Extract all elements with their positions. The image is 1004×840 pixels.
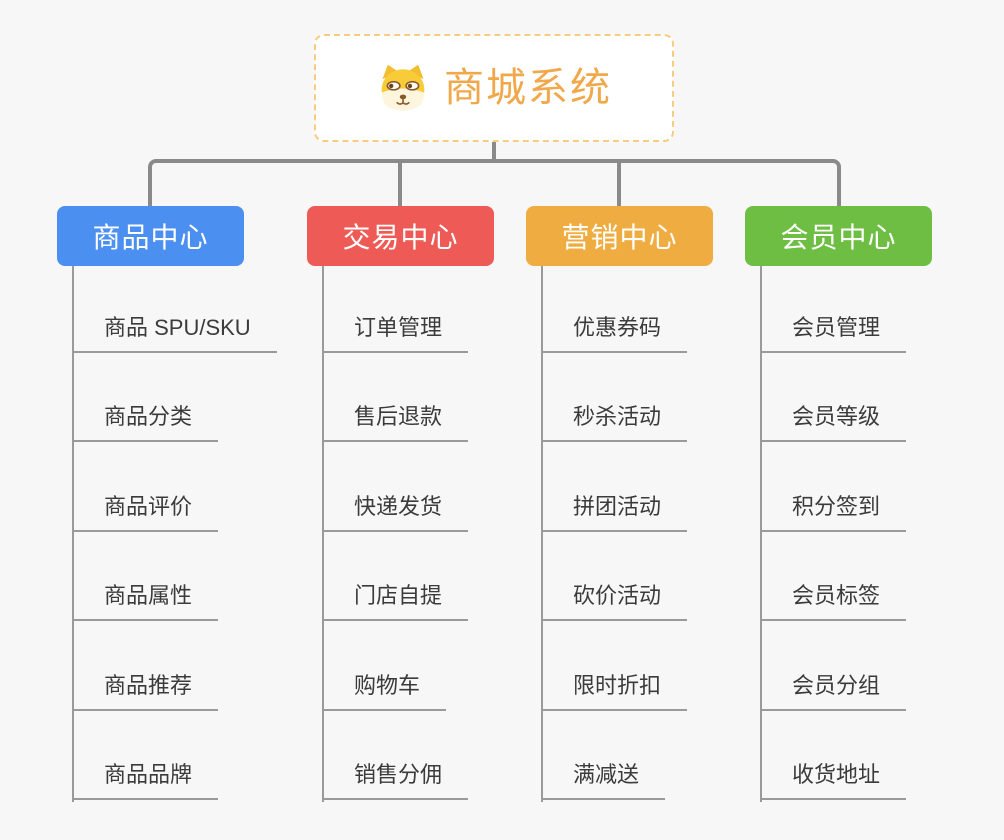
leaf-node[interactable]: 门店自提 xyxy=(324,581,469,621)
connector-drop-branch-3 xyxy=(617,161,621,208)
leaf-node[interactable]: 购物车 xyxy=(324,671,447,711)
leaf-node[interactable]: 订单管理 xyxy=(324,313,469,353)
leaf-node[interactable]: 商品品牌 xyxy=(74,760,219,800)
branch-column-marketing-center: 优惠券码 秒杀活动 拼团活动 砍价活动 限时折扣 满减送 xyxy=(541,266,791,802)
branch-column-member-center: 会员管理 会员等级 积分签到 会员标签 会员分组 收货地址 xyxy=(760,266,1004,802)
branch-header-marketing-center[interactable]: 营销中心 xyxy=(526,206,713,266)
branch-column-trade-center: 订单管理 售后退款 快递发货 门店自提 购物车 销售分佣 xyxy=(322,266,572,802)
leaf-node[interactable]: 商品推荐 xyxy=(74,671,219,711)
leaf-node[interactable]: 会员分组 xyxy=(762,671,907,711)
leaf-node[interactable]: 砍价活动 xyxy=(543,581,688,621)
leaf-node[interactable]: 会员等级 xyxy=(762,402,907,442)
leaf-node[interactable]: 拼团活动 xyxy=(543,492,688,532)
branch-header-member-center[interactable]: 会员中心 xyxy=(745,206,932,266)
leaf-node[interactable]: 秒杀活动 xyxy=(543,402,688,442)
connector-bus-left xyxy=(148,159,495,208)
leaf-node[interactable]: 限时折扣 xyxy=(543,671,688,711)
branch-header-trade-center[interactable]: 交易中心 xyxy=(307,206,494,266)
root-title: 商城系统 xyxy=(444,66,612,110)
root-node-mall-system[interactable]: 商城系统 xyxy=(314,34,674,142)
leaf-node[interactable]: 商品评价 xyxy=(74,492,219,532)
leaf-node[interactable]: 商品 SPU/SKU xyxy=(74,313,277,353)
branch-header-product-center[interactable]: 商品中心 xyxy=(57,206,244,266)
leaf-node[interactable]: 商品分类 xyxy=(74,402,219,442)
leaf-node[interactable]: 收货地址 xyxy=(762,760,907,800)
root-connector-line xyxy=(492,140,496,160)
leaf-node[interactable]: 积分签到 xyxy=(762,492,907,532)
dog-face-icon xyxy=(381,64,425,111)
leaf-node[interactable]: 优惠券码 xyxy=(543,313,688,353)
connector-drop-branch-2 xyxy=(398,161,402,208)
leaf-node[interactable]: 满减送 xyxy=(543,760,666,800)
connector-bus-right xyxy=(495,159,841,208)
leaf-node[interactable]: 会员管理 xyxy=(762,313,907,353)
leaf-node[interactable]: 商品属性 xyxy=(74,581,219,621)
leaf-node[interactable]: 售后退款 xyxy=(324,402,469,442)
branch-column-product-center: 商品 SPU/SKU 商品分类 商品评价 商品属性 商品推荐 商品品牌 xyxy=(72,266,322,802)
leaf-node[interactable]: 销售分佣 xyxy=(324,760,469,800)
leaf-node[interactable]: 快递发货 xyxy=(324,492,469,532)
leaf-node[interactable]: 会员标签 xyxy=(762,581,907,621)
